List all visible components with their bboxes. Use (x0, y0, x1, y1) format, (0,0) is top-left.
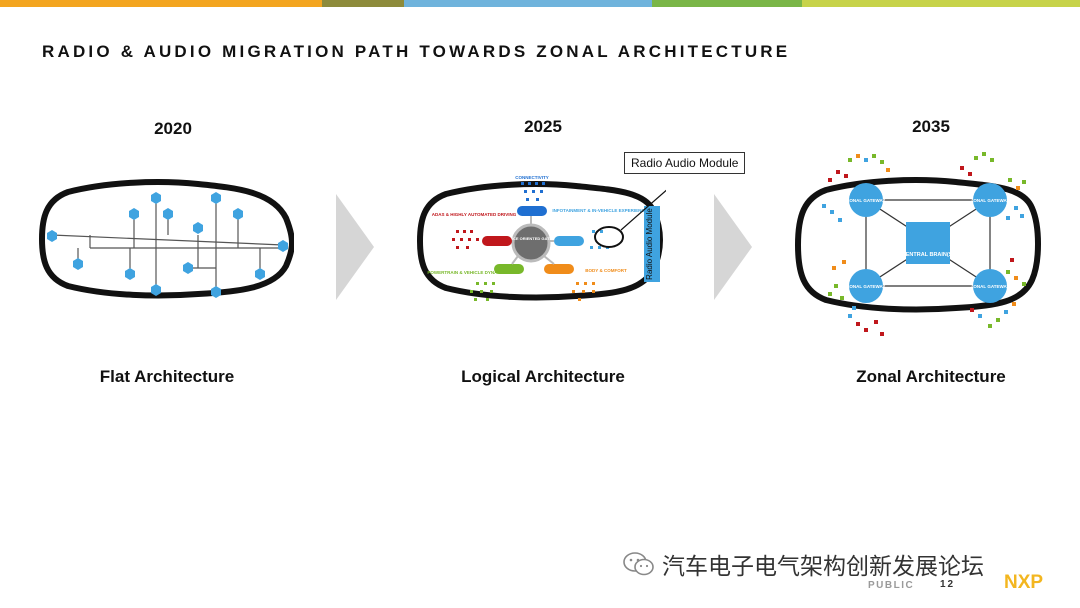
top-color-bar (0, 0, 1080, 7)
ecu-node-9 (278, 240, 288, 252)
ecu-node-1 (47, 230, 57, 242)
zonal-gateway-rear-right (973, 269, 1007, 303)
nxp-logo: NXP (1004, 572, 1043, 592)
zonal-gateways (849, 183, 1007, 303)
body-label: BODY & COMFORT (585, 268, 627, 273)
nxp-logo-text: NXP (1004, 572, 1043, 592)
ecu-node-4 (151, 192, 161, 204)
zonal-architecture-label: Zonal Architecture (856, 367, 1006, 386)
central-brain (906, 222, 950, 264)
callout-line (620, 189, 666, 231)
top-bar-segment-3 (404, 0, 652, 7)
zonal-gateway-label-4: ZONAL GATEWAY (971, 284, 1010, 289)
page-title: RADIO & AUDIO MIGRATION PATH TOWARDS ZON… (42, 42, 791, 61)
wechat-watermark: 汽车电子电气架构创新发展论坛 (622, 547, 984, 581)
ecu-node-13 (151, 284, 161, 296)
classification-label: PUBLIC (868, 580, 915, 591)
powertrain-label: POWERTRAIN & VEHICLE DYNAMICS (427, 270, 508, 275)
body-sensors (572, 282, 595, 301)
domain-controller-connectivity (517, 206, 547, 216)
powertrain-sensors (470, 282, 495, 301)
ecu-node-3 (129, 208, 139, 220)
zonal-gateway-rear-left (849, 269, 883, 303)
service-oriented-gateway (511, 223, 551, 263)
zonal-architecture-diagram: CENTRAL BRAIN(S) ZONAL GATEWAY ZONAL GAT… (794, 152, 1041, 336)
front-left-sensors (822, 154, 890, 222)
ecu-node-7 (233, 208, 243, 220)
flat-nodes (47, 192, 288, 298)
rear-left-sensors (828, 260, 884, 336)
logical-architecture-diagram: SERVICE ORIENTED GATEWAY CONNECTIVITY AD… (416, 175, 666, 301)
ecu-node-11 (183, 262, 193, 274)
ecu-node-6 (211, 192, 221, 204)
flat-architecture-diagram (38, 179, 294, 299)
highlight-ring (594, 226, 624, 248)
top-bar-segment-4 (652, 0, 802, 7)
zonal-gateway-front-left (849, 183, 883, 217)
radio-audio-module-callout: Radio Audio Module (624, 152, 746, 174)
year-2020: 2020 (154, 119, 192, 138)
top-bar-segment-1 (0, 0, 322, 7)
ecu-node-10 (125, 268, 135, 280)
car-outline (38, 179, 294, 299)
zonal-gateway-label-2: ZONAL GATEWAY (971, 198, 1010, 203)
domain-controllers (482, 206, 584, 274)
top-bar-segment-5 (802, 0, 1080, 7)
migration-arrow-1 (336, 194, 374, 300)
logical-architecture-label: Logical Architecture (461, 367, 625, 386)
front-right-sensors (960, 152, 1026, 220)
central-brain-label: CENTRAL BRAIN(S) (902, 252, 955, 258)
ecu-node-2 (73, 258, 83, 270)
domain-controller-powertrain (494, 264, 524, 274)
flat-architecture-label: Flat Architecture (99, 367, 235, 386)
adas-label: ADAS & HIGHLY AUTOMATED DRIVING (432, 212, 517, 217)
domain-controller-infotainment (554, 236, 584, 246)
ecu-node-5 (163, 208, 173, 220)
zonal-gateway-front-right (973, 183, 1007, 217)
controller-links (511, 216, 555, 265)
watermark-text: 汽车电子电气架构创新发展论坛 (662, 553, 984, 579)
ecu-node-8 (193, 222, 203, 234)
year-2025: 2025 (524, 117, 562, 136)
zonal-gateway-label-1: ZONAL GATEWAY (847, 198, 886, 203)
domain-controller-body (544, 264, 574, 274)
zonal-gateway-label-3: ZONAL GATEWAY (847, 284, 886, 289)
domain-controller-adas (482, 236, 512, 246)
connectivity-sensors (521, 182, 545, 201)
gateway-label: SERVICE ORIENTED GATEWAY (501, 236, 561, 241)
radio-audio-module-strip (644, 206, 660, 282)
adas-sensors (452, 230, 479, 249)
connectivity-label: CONNECTIVITY (515, 175, 549, 180)
year-2035: 2035 (912, 117, 950, 136)
migration-arrow-2 (714, 194, 752, 300)
top-bar-segment-2 (322, 0, 404, 7)
infotainment-label: INFOTAINMENT & IN-VEHICLE EXPERIENCE (552, 208, 647, 213)
ecu-node-12 (255, 268, 265, 280)
radio-audio-module-label: Radio Audio Module (645, 208, 654, 280)
wechat-icon (623, 552, 654, 576)
page-number: 12 (940, 579, 956, 590)
ecu-node-14 (211, 286, 221, 298)
rear-right-sensors (970, 258, 1026, 328)
